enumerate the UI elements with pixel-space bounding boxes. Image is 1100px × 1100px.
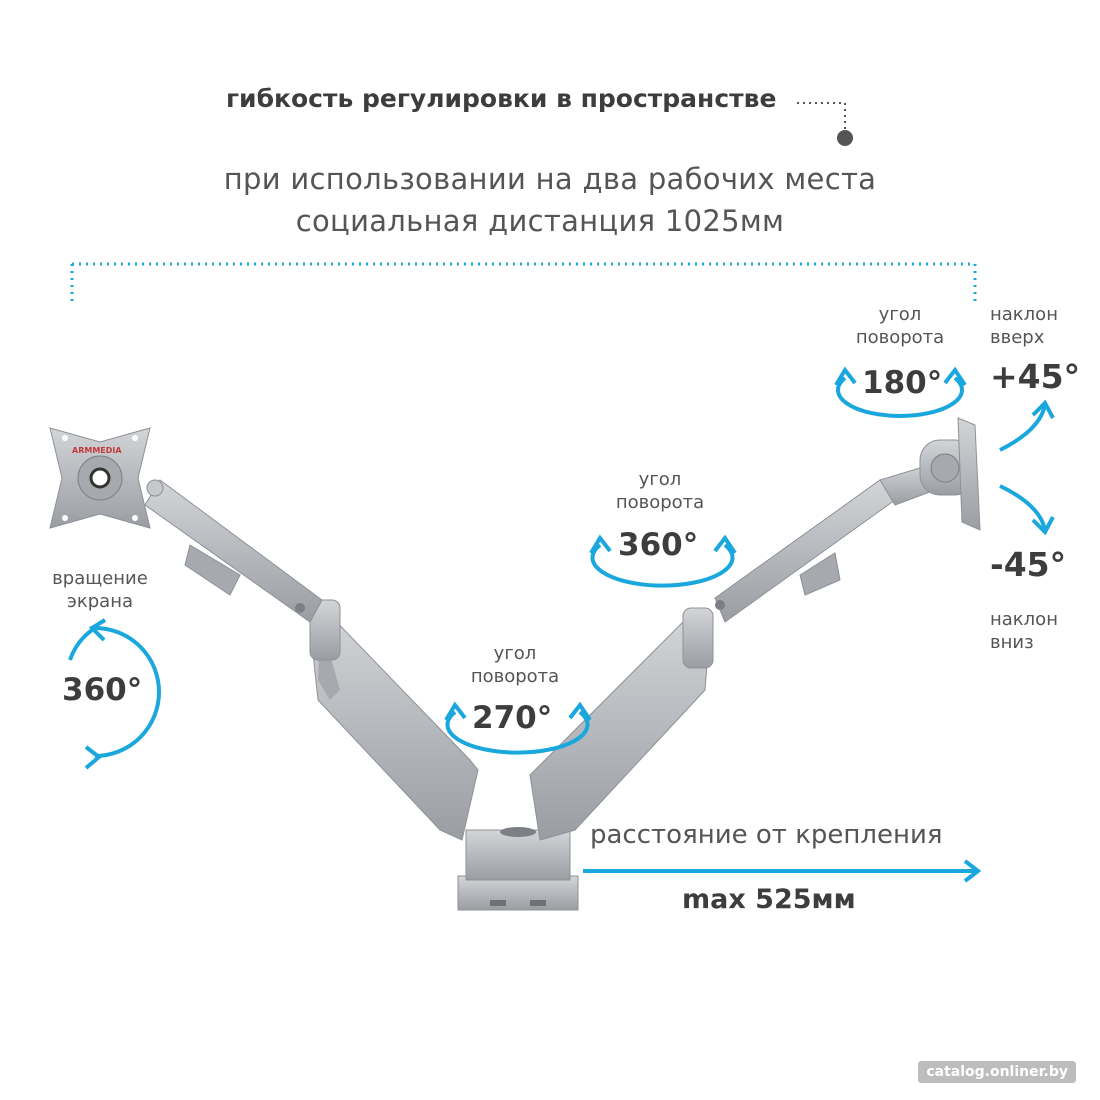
mid-rotation-label: угол поворота bbox=[605, 468, 715, 514]
left-arm bbox=[144, 479, 479, 841]
screen-rotation-line1: вращение bbox=[52, 568, 148, 589]
right-arm bbox=[529, 464, 936, 841]
screen-rotation-line2: экрана bbox=[66, 591, 133, 612]
distance-label: расстояние от крепления bbox=[590, 820, 943, 850]
distance-bracket bbox=[70, 262, 977, 305]
left-vesa-plate bbox=[49, 427, 151, 529]
tilt-up-arrow bbox=[999, 399, 1055, 452]
heading: гибкость регулировки в пространстве bbox=[226, 84, 777, 113]
screen-rotation-label: вращение экрана bbox=[44, 567, 156, 613]
tilt-down-line1: наклон bbox=[990, 609, 1058, 630]
subtitle-line2: социальная дистанция 1025мм bbox=[295, 204, 785, 238]
tilt-up-line1: наклон bbox=[990, 304, 1058, 325]
base-rotation-line1: угол bbox=[493, 643, 537, 664]
head-rotation-label: угол поворота bbox=[845, 303, 955, 349]
mid-rotation-line2: поворота bbox=[615, 492, 705, 513]
tilt-down-label: наклон вниз bbox=[990, 608, 1058, 654]
distance-value: max 525мм bbox=[682, 884, 856, 915]
base-rotation-line2: поворота bbox=[470, 666, 560, 687]
subtitle-line1: при использовании на два рабочих места bbox=[223, 162, 877, 196]
heading-connector bbox=[797, 102, 853, 146]
credit-badge: catalog.onliner.by bbox=[918, 1061, 1076, 1083]
tilt-up-degrees: +45° bbox=[990, 357, 1081, 396]
screen-rotation-degrees: 360° bbox=[62, 672, 143, 708]
mid-rotation-degrees: 360° bbox=[618, 527, 699, 563]
screen-rotation-ring bbox=[68, 618, 161, 770]
base-rotation-degrees: 270° bbox=[472, 700, 553, 736]
tilt-up-line2: вверх bbox=[990, 327, 1045, 348]
desk-clamp bbox=[457, 827, 579, 911]
base-rotation-label: угол поворота bbox=[460, 642, 570, 688]
right-tilt-head bbox=[919, 417, 981, 531]
mid-rotation-line1: угол bbox=[638, 469, 682, 490]
mid-rotation-ring bbox=[589, 534, 737, 588]
tilt-down-arrow bbox=[999, 484, 1055, 536]
tilt-up-label: наклон вверх bbox=[990, 303, 1058, 349]
brand-logo: ARMMEDIA bbox=[72, 446, 122, 455]
head-rotation-ring bbox=[834, 366, 967, 418]
tilt-down-line2: вниз bbox=[990, 632, 1034, 653]
head-rotation-line2: поворота bbox=[855, 327, 945, 348]
tilt-down-degrees: -45° bbox=[990, 545, 1067, 584]
distance-arrow bbox=[583, 859, 982, 883]
base-rotation-ring bbox=[444, 701, 592, 755]
head-rotation-degrees: 180° bbox=[862, 365, 943, 401]
head-rotation-line1: угол bbox=[878, 304, 922, 325]
